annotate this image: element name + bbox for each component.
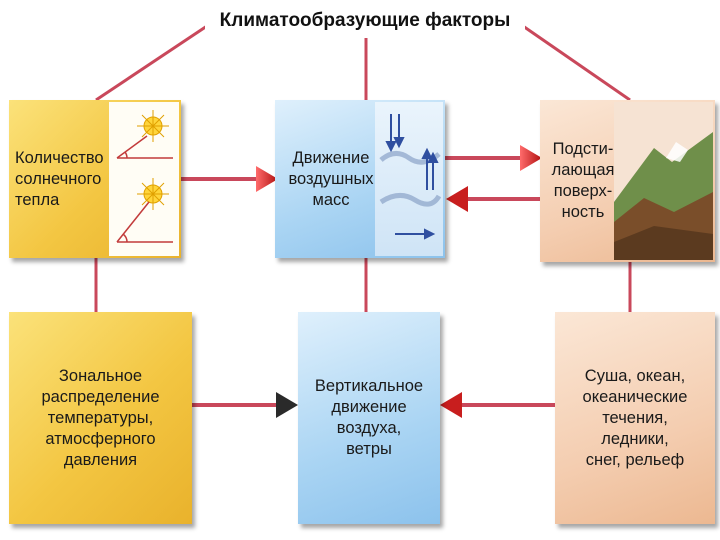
sun-angle-icon (109, 102, 179, 256)
arrow-zonal-to-vertical (192, 392, 298, 418)
mountain-landscape-icon (614, 102, 713, 260)
arrow-land-to-vertical (440, 392, 555, 418)
land-ocean-label: Суша, океан, океанические течения, ледни… (583, 366, 688, 471)
vertical-air-movement-box: Вертикальное движение воздуха, ветры (298, 312, 440, 524)
diagram-title: Климатообразующие факторы (205, 4, 525, 38)
zonal-distribution-label: Зональное распределение температуры, атм… (41, 366, 159, 471)
arrow-surface-to-air (446, 186, 540, 212)
underlying-surface-label: Подсти- лающая поверх- ность (548, 139, 618, 223)
vertical-air-movement-label: Вертикальное движение воздуха, ветры (315, 376, 423, 460)
air-masses-label: Движение воздушных масс (283, 148, 379, 211)
title-line-left (96, 24, 210, 100)
arrow-air-to-surface (445, 145, 542, 171)
zonal-distribution-box: Зональное распределение температуры, атм… (9, 312, 192, 524)
arrow-solar-to-air (181, 166, 278, 192)
air-mass-arrows-icon (375, 102, 443, 256)
land-ocean-box: Суша, океан, океанические течения, ледни… (555, 312, 715, 524)
solar-heat-label: Количество солнечного тепла (15, 148, 111, 211)
title-line-right (520, 24, 630, 100)
